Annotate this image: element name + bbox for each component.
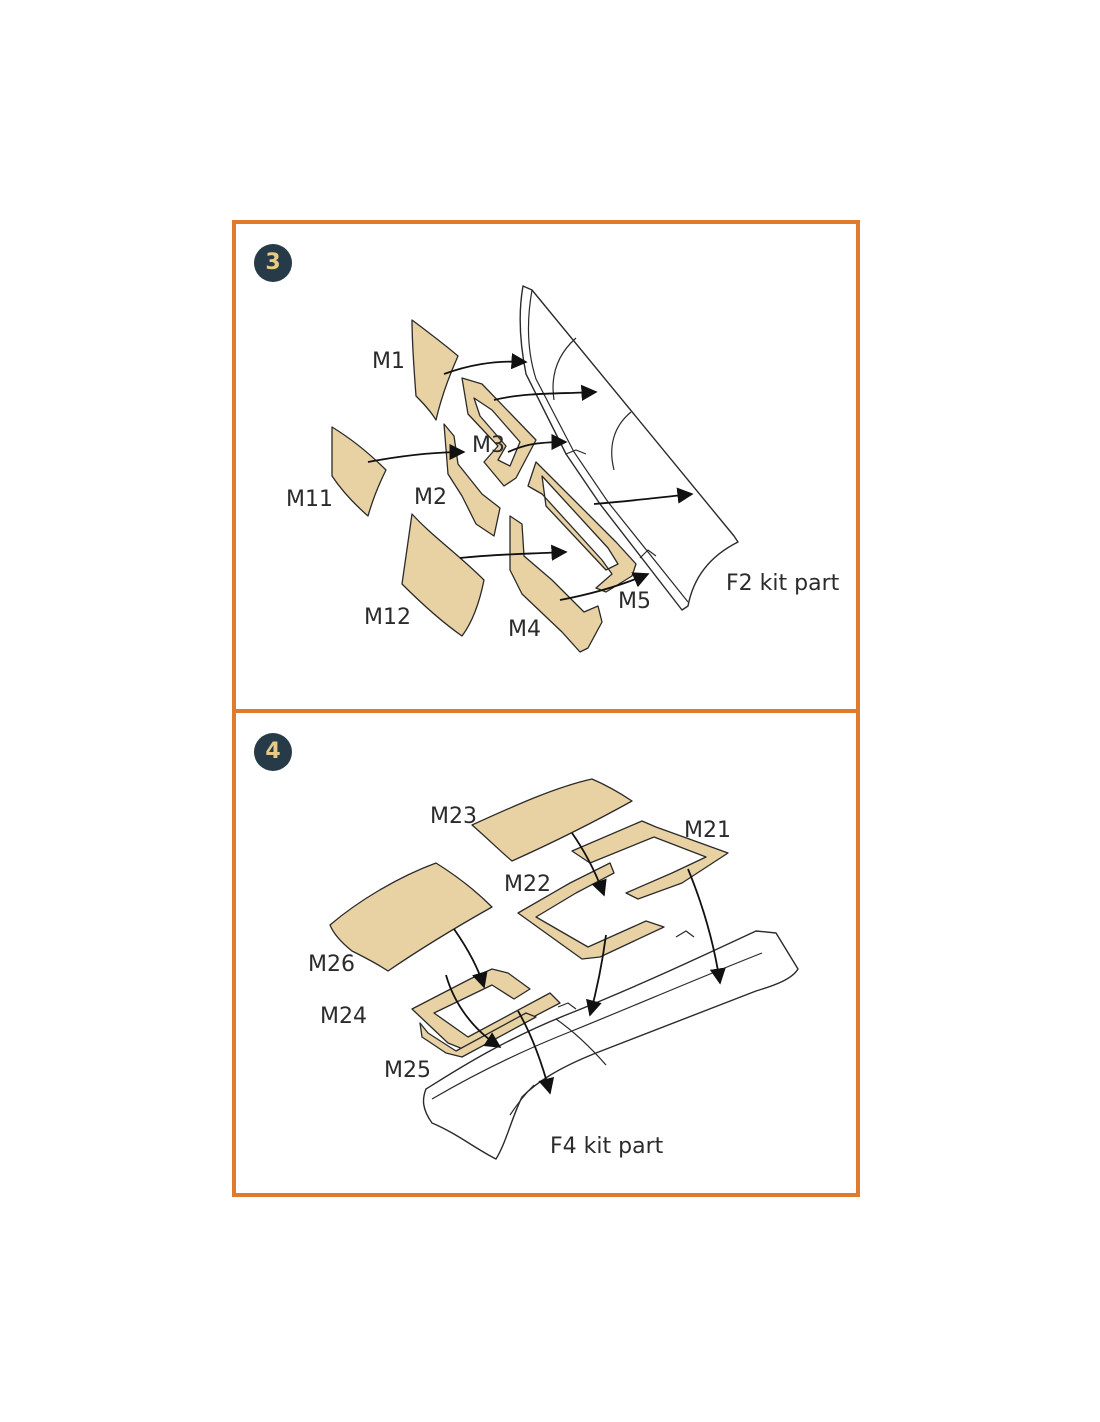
mask-m25: [419, 1012, 537, 1058]
label-m1: M1: [372, 349, 405, 374]
label-m4: M4: [508, 617, 541, 642]
label-m2: M2: [414, 485, 447, 510]
label-m22: M22: [504, 872, 551, 897]
mask-m5: [527, 461, 637, 593]
label-f4-kit-part: F4 kit part: [550, 1134, 664, 1159]
mask-m3: [461, 377, 537, 487]
mask-m4: [509, 515, 603, 653]
mask-m12: [401, 513, 485, 637]
mask-m22: [517, 862, 665, 960]
step-4-badge: 4: [254, 733, 292, 771]
label-m11: M11: [286, 487, 333, 512]
mask-m11: [331, 426, 387, 517]
label-m23: M23: [430, 804, 477, 829]
mask-m21: [571, 820, 729, 900]
step-3-badge: 3: [254, 244, 292, 282]
mask-m1: [411, 319, 459, 421]
step-3-arrows: [367, 353, 694, 601]
label-m24: M24: [320, 1004, 367, 1029]
f2-canopy-part: [519, 285, 739, 611]
label-m21: M21: [684, 818, 731, 843]
mask-m26: [329, 862, 493, 972]
label-m25: M25: [384, 1058, 431, 1083]
label-f2-kit-part: F2 kit part: [726, 571, 840, 596]
mask-m23: [471, 778, 633, 862]
step-4-arrows: [445, 832, 726, 1095]
f4-canopy-part: [422, 930, 799, 1160]
label-m3: M3: [472, 433, 505, 458]
label-m26: M26: [308, 952, 355, 977]
step-3-illustration: M1 M3 M11 M2 M12 M4 M5 F2 kit part: [286, 285, 840, 653]
label-m12: M12: [364, 605, 411, 630]
step-4-panel: 4: [232, 709, 860, 1197]
step-4-illustration: M23 M21 M22 M26 M24 M25 F4 kit part: [308, 778, 799, 1160]
step-3-panel: 3: [232, 220, 860, 713]
label-m5: M5: [618, 589, 651, 614]
